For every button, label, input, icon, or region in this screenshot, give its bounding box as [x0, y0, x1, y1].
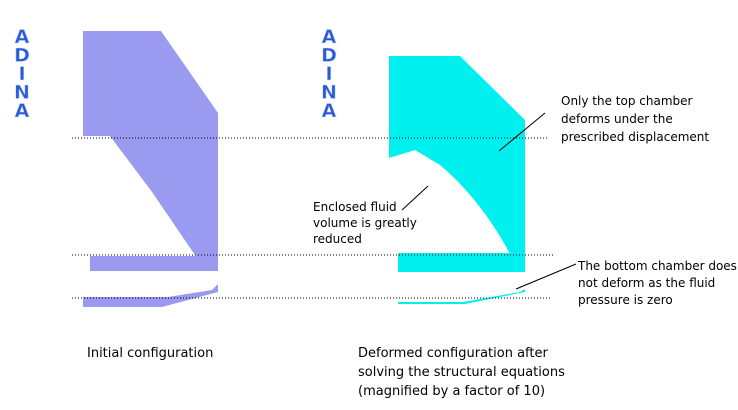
text-line: volume is greatly: [313, 216, 417, 230]
initial-bottom-chamber: [83, 256, 218, 307]
logo-letter: I: [18, 63, 25, 85]
logo-letter: A: [322, 26, 337, 48]
caption-deformed-configuration: Deformed configuration after solving the …: [358, 346, 565, 399]
leader-lines: [401, 112, 577, 290]
text-line: reduced: [313, 232, 362, 246]
leader-top-chamber: [498, 112, 546, 152]
logo-letter: A: [15, 26, 30, 48]
annotation-fluid-volume: Enclosed fluid volume is greatly reduced: [313, 200, 417, 246]
text-line: pressure is zero: [578, 293, 673, 307]
leader-bottom-chamber: [515, 263, 577, 290]
deformed-main-chamber: [389, 56, 525, 254]
text-line: The bottom chamber does: [577, 259, 737, 273]
text-line: deforms under the: [561, 112, 673, 126]
reference-lines: [72, 137, 555, 299]
text-line: Deformed configuration after: [358, 346, 548, 361]
text-line: Enclosed fluid: [313, 200, 397, 214]
logo-letter: D: [14, 45, 30, 67]
text-line: prescribed displacement: [561, 130, 709, 144]
text-line: solving the structural equations: [358, 365, 565, 380]
logo-letter: A: [322, 100, 337, 122]
logo-letter: A: [15, 100, 30, 122]
text-line: Only the top chamber: [561, 94, 693, 108]
text-line: Initial configuration: [87, 346, 213, 361]
text-line: (magnified by a factor of 10): [358, 384, 545, 399]
text-line: not deform as the fluid: [578, 276, 715, 290]
initial-configuration-shape: [83, 31, 218, 307]
annotation-top-chamber: Only the top chamber deforms under the pre…: [561, 94, 709, 144]
deformed-configuration-shape: [389, 56, 525, 304]
initial-main-chamber: [83, 31, 218, 258]
leader-fluid-volume: [401, 185, 429, 211]
annotation-bottom-chamber: The bottom chamber does not deform as the…: [577, 259, 737, 307]
logo-letter: I: [325, 63, 332, 85]
logo-letter: D: [321, 45, 337, 67]
logo-letter: N: [14, 82, 30, 104]
deformed-bottom-chamber: [398, 253, 525, 304]
caption-initial-configuration: Initial configuration: [87, 346, 213, 361]
logo-letter: N: [321, 82, 337, 104]
